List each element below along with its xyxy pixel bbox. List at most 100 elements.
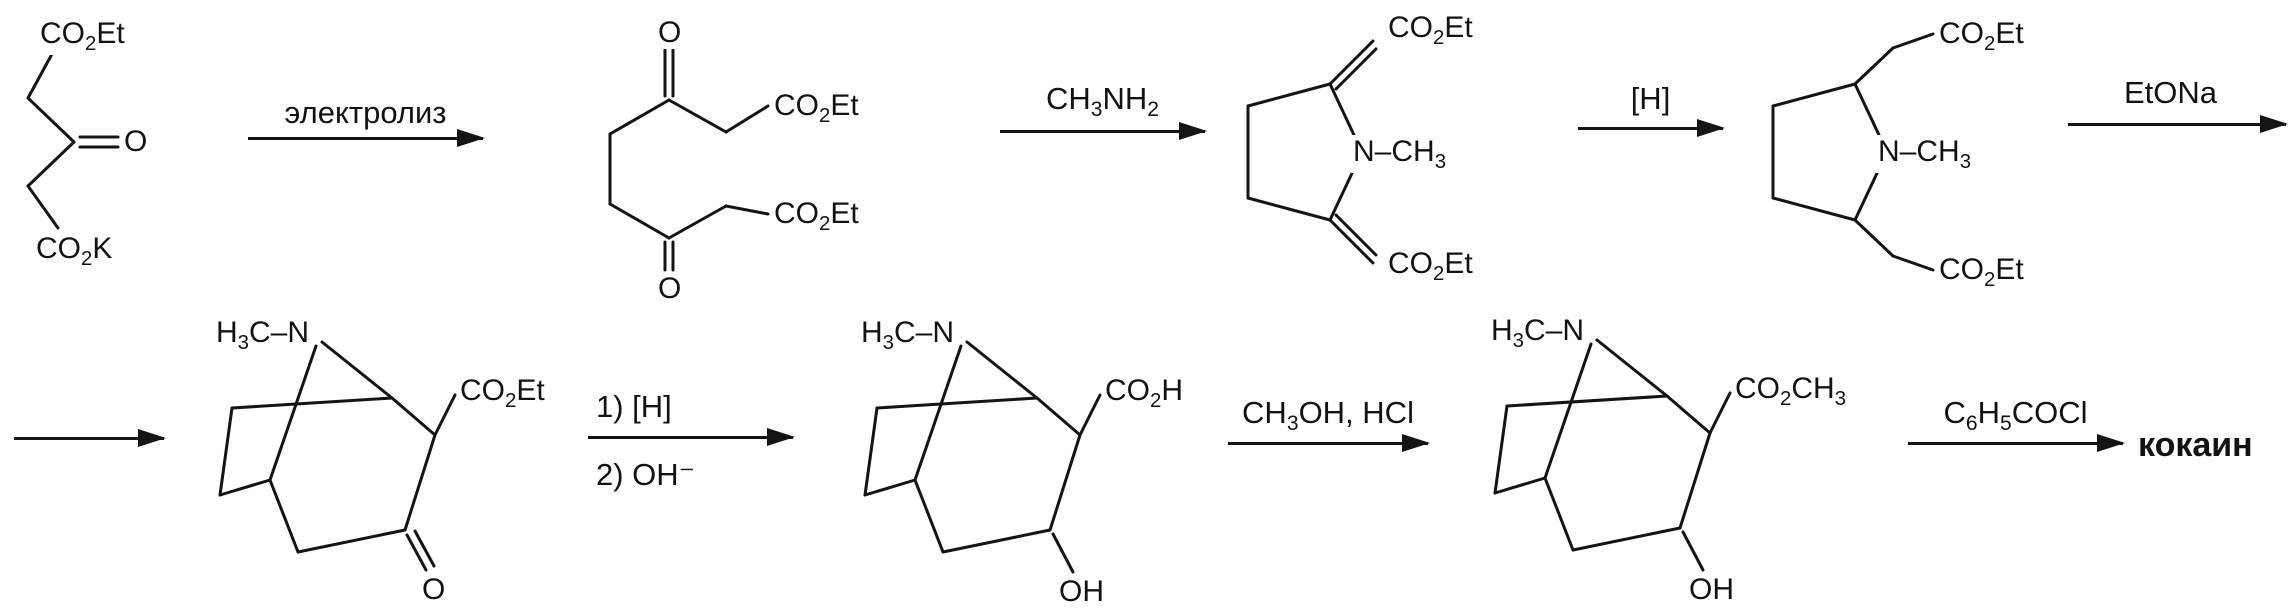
structure-keto-diester-salt: CO2Et O CO2K (12, 14, 247, 289)
bond (1505, 394, 1669, 408)
reaction-arrow-1 (248, 129, 485, 147)
reagent-label-reduction-1: [H] (1630, 81, 1671, 116)
bond (1493, 404, 1509, 495)
group-label-ester-top: CO2Et (1937, 17, 2026, 56)
reaction-arrow-continuation (14, 429, 166, 447)
double-bond (1334, 47, 1378, 91)
structure-tropinone-ester: H3C–N CO2Et O (170, 290, 570, 608)
bond (863, 478, 917, 497)
group-label-ester-top: CO2Et (38, 17, 127, 56)
bond (724, 104, 770, 134)
group-label-n-methyl: N–CH3 (1351, 135, 1449, 174)
group-label-n-methyl: H3C–N (859, 316, 957, 355)
structure-e-bonds (218, 340, 457, 572)
bond (965, 340, 1039, 400)
bond (26, 96, 76, 144)
double-bond (405, 533, 428, 572)
bond (608, 202, 671, 240)
bond (1678, 431, 1712, 530)
group-label-ester: CO2CH3 (1733, 372, 1849, 411)
bond (1543, 476, 1575, 552)
bond (26, 140, 76, 188)
bond (26, 52, 54, 100)
product-name: кокаин (2138, 426, 2253, 464)
group-label-carboxylate: CO2K (34, 232, 115, 271)
structure-pyrrolidine-diester: CO2Et N–CH3 CO2Et (1735, 4, 2095, 304)
bond (1665, 394, 1712, 435)
group-label-n-methyl: H3C–N (1489, 314, 1587, 353)
group-label-ester: CO2Et (458, 374, 547, 413)
double-bond (413, 529, 436, 568)
reaction-arrow-6 (1228, 434, 1430, 452)
group-label-ester-top: CO2Et (1386, 11, 1475, 50)
structure-diketo-diester: O CO2Et O CO2Et (560, 8, 990, 308)
bond (218, 478, 272, 497)
group-label-hydroxyl: OH (1687, 573, 1736, 606)
bond (1853, 46, 1895, 86)
bond (268, 478, 300, 554)
bond (1493, 476, 1547, 495)
bond (913, 478, 945, 554)
structure-ecgonine-methyl-ester: H3C–N CO2CH3 OH (1445, 288, 1895, 606)
bond (390, 396, 437, 437)
atom-label-ketone-o: O (420, 573, 448, 606)
group-label-n-methyl: H3C–N (214, 316, 312, 355)
bond (1543, 342, 1593, 480)
group-label-ester-bottom: CO2Et (772, 197, 861, 236)
double-bond (1328, 39, 1375, 86)
reaction-arrow-3 (1578, 119, 1725, 137)
structure-g-bonds (1493, 338, 1732, 572)
bond (433, 393, 457, 437)
reagent-label-electrolysis: электролиз (284, 95, 447, 130)
bond (667, 204, 728, 240)
double-bond (1334, 213, 1378, 257)
group-label-ester-bottom: CO2Et (1937, 253, 2026, 292)
bond (268, 344, 318, 482)
bond (724, 204, 770, 216)
bond (26, 184, 60, 230)
bond (1246, 82, 1332, 108)
structure-a-bonds (26, 52, 120, 230)
reaction-arrow-4 (2068, 115, 2288, 133)
group-label-ester-bottom: CO2Et (1386, 247, 1475, 286)
atom-label-ketone-o-top: O (656, 16, 684, 49)
bond (1246, 196, 1332, 222)
bond (1681, 530, 1705, 572)
bond (218, 406, 234, 497)
bond (1891, 32, 1935, 50)
bond (875, 396, 1039, 410)
atom-label-ketone-o-bottom: O (656, 272, 684, 305)
bond (941, 528, 1052, 554)
bond (1078, 393, 1102, 437)
reagent-label-methylamine: CH3NH2 (1045, 81, 1160, 122)
group-label-hydroxyl: OH (1057, 575, 1106, 608)
group-label-acid: CO2H (1103, 374, 1186, 413)
bond (1051, 532, 1075, 574)
reaction-arrow-7 (1908, 434, 2125, 452)
bond (1595, 338, 1669, 398)
group-label-n-methyl: N–CH3 (1876, 135, 1974, 174)
reagent-label-etona: EtONa (2123, 75, 2218, 110)
bond (1891, 254, 1935, 272)
bond (913, 344, 963, 482)
bond (1035, 396, 1082, 437)
reagent-label-benzoyl-chloride: C6H5COCl (1943, 395, 2088, 436)
reaction-arrow-5 (588, 428, 795, 446)
bond (296, 528, 407, 554)
bond (320, 340, 394, 400)
reagent-label-reduction-2-line2: 2) OH⁻ (596, 457, 696, 492)
bond (608, 98, 671, 136)
bond (667, 98, 728, 134)
reagent-label-reduction-2-line1: 1) [H] (596, 389, 672, 424)
atom-label-ketone-o: O (122, 125, 150, 158)
reagent-label-esterification: CH3OH, HCl (1242, 395, 1414, 436)
structure-f-bonds (863, 340, 1102, 574)
structure-bis-ylidene-pyrrolidine: CO2Et N–CH3 CO2Et (1210, 4, 1550, 304)
reaction-arrow-2 (1000, 122, 1207, 140)
structure-b-bonds (608, 48, 770, 272)
group-label-ester-top: CO2Et (772, 89, 861, 128)
bond (1571, 526, 1682, 552)
structure-ecgonine: H3C–N CO2H OH (815, 290, 1215, 608)
bond (403, 433, 437, 532)
